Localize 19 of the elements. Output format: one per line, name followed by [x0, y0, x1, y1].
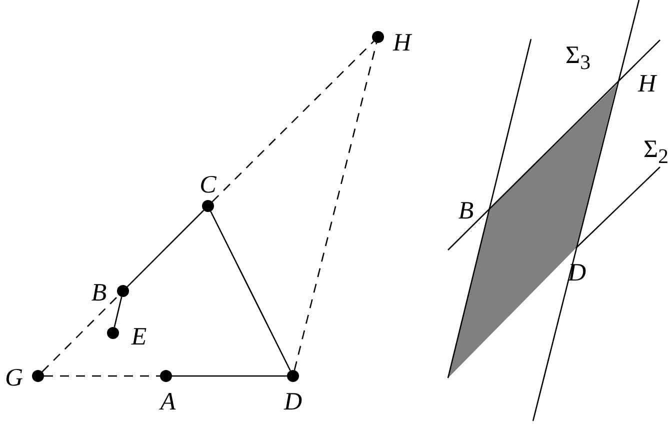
dashed-line — [44, 375, 160, 377]
line-segment — [126, 210, 204, 288]
line-segment — [172, 375, 287, 377]
dashed-line — [42, 294, 120, 372]
point-label: B — [458, 198, 474, 224]
point-label: C — [200, 172, 216, 198]
point-label: A — [160, 390, 176, 414]
dashed-line — [294, 42, 378, 370]
point-label: D — [284, 390, 302, 414]
point-label: Σ$_{3}$ — [566, 43, 590, 73]
line-segment — [210, 211, 291, 371]
point-label: B — [91, 280, 107, 306]
dashed-line — [212, 40, 374, 202]
point-label: E — [131, 324, 147, 350]
point-label: Σ$_{2}$ — [644, 137, 668, 167]
line-segment — [114, 296, 122, 328]
point-label: G — [4, 366, 24, 390]
point-label: H — [392, 30, 412, 56]
point-label: H — [638, 72, 656, 96]
